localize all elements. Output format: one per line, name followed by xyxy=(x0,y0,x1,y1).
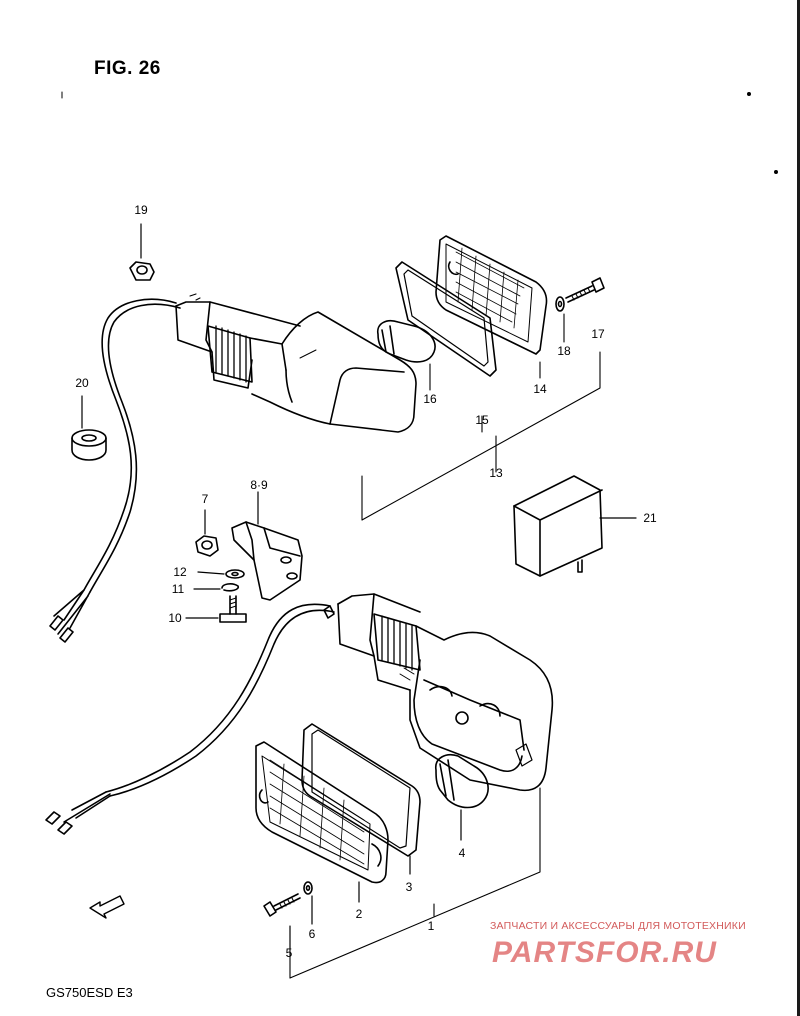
screw-5-icon xyxy=(263,893,301,917)
callout-17: 17 xyxy=(591,327,605,341)
nut-19-icon xyxy=(129,223,155,281)
watermark-tagline: ЗАПЧАСТИ И АКСЕССУАРЫ ДЛЯ МОТОТЕХНИКИ xyxy=(490,920,746,932)
callout-labels: 1 2 3 4 5 6 7 8·9 10 11 12 13 14 15 16 1… xyxy=(75,203,657,960)
gasket-15-icon xyxy=(395,261,497,377)
gasket-3-icon xyxy=(301,723,421,875)
callout-20: 20 xyxy=(75,376,89,390)
model-code: GS750ESD E3 xyxy=(46,985,133,1000)
callout-18: 18 xyxy=(557,344,571,358)
lower-turn-signal-housing xyxy=(45,593,554,835)
callout-5: 5 xyxy=(286,946,293,960)
bracket-8-9-icon xyxy=(231,491,303,601)
callout-8-9: 8·9 xyxy=(250,478,268,492)
callout-3: 3 xyxy=(406,880,413,894)
callout-14: 14 xyxy=(533,382,547,396)
grommet-20-icon xyxy=(71,395,107,461)
nut-7-icon xyxy=(195,509,219,557)
watermark-logo: PARTSFOR.RU xyxy=(492,936,717,969)
washer-12-icon xyxy=(197,569,245,579)
figure-title: FIG. 26 xyxy=(94,58,161,79)
callout-10: 10 xyxy=(168,611,182,625)
callout-7: 7 xyxy=(202,492,209,506)
page-edge xyxy=(797,0,800,1016)
callout-13: 13 xyxy=(489,466,503,480)
callout-19: 19 xyxy=(134,203,148,217)
callout-6: 6 xyxy=(309,927,316,941)
callout-21: 21 xyxy=(643,511,657,525)
lens-2-icon xyxy=(255,741,389,903)
callout-2: 2 xyxy=(356,907,363,921)
screw-17-icon xyxy=(565,277,605,303)
callout-1: 1 xyxy=(428,919,435,933)
washer-6-icon xyxy=(303,881,313,925)
watermark-logo-text: PARTSFOR.RU xyxy=(492,936,717,969)
washer-18-icon xyxy=(555,296,565,312)
lockwasher-11-icon xyxy=(193,583,240,592)
callout-12: 12 xyxy=(173,565,187,579)
relay-21-icon xyxy=(513,475,637,577)
callout-11: 11 xyxy=(172,582,185,596)
callout-4: 4 xyxy=(459,846,466,860)
bolt-10-icon xyxy=(185,595,247,623)
bulb-4-icon xyxy=(435,754,489,841)
lens-14-icon xyxy=(435,235,548,355)
bulb-16-icon xyxy=(376,319,436,363)
upper-turn-signal-housing xyxy=(49,293,417,643)
callout-16: 16 xyxy=(423,392,437,406)
callout-15: 15 xyxy=(475,413,489,427)
fwd-arrow-icon xyxy=(89,895,125,919)
